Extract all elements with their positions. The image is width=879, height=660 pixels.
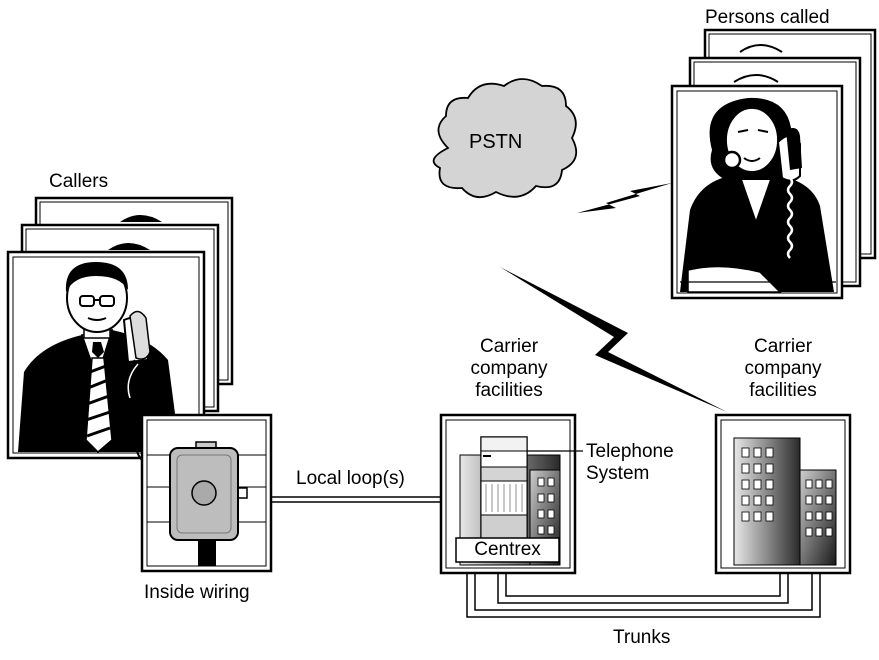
carrier-right-box (714, 413, 852, 575)
carrier-left-box (439, 413, 577, 575)
local-loop-lines (271, 496, 460, 503)
trunk-lines (466, 573, 821, 618)
pstn-label: PSTN (469, 131, 523, 153)
pstn-cloud (432, 78, 578, 198)
carrier-right-label: Carrier company facilities (721, 336, 845, 402)
lightning-bolt-top (577, 183, 672, 213)
carrier-left-label: Carrier company facilities (447, 336, 571, 402)
carrier-right-line-2: company (744, 358, 822, 379)
centrex-label: Centrex (474, 539, 541, 560)
inside-wiring-box (140, 413, 273, 573)
persons-called-label: Persons called (705, 7, 830, 28)
caller-man-illustration (18, 262, 180, 461)
carrier-right-line-1: Carrier (753, 336, 813, 357)
lightning-bolt-diagonal (500, 267, 727, 412)
carrier-right-line-3: facilities (749, 380, 817, 401)
person-called-woman-illustration (680, 97, 836, 293)
carrier-left-line-3: facilities (475, 380, 543, 401)
telephone-system-line-1: Telephone (586, 441, 674, 462)
callers-label: Callers (49, 171, 109, 192)
carrier-left-line-2: company (470, 358, 548, 379)
local-loops-label: Local loop(s) (296, 468, 405, 489)
carrier-left-line-1: Carrier (479, 336, 539, 357)
trunks-label: Trunks (613, 627, 671, 648)
telephone-system-line-2: System (586, 463, 650, 484)
telephone-system-label: Telephone System (586, 441, 674, 485)
inside-wiring-label: Inside wiring (144, 582, 250, 603)
